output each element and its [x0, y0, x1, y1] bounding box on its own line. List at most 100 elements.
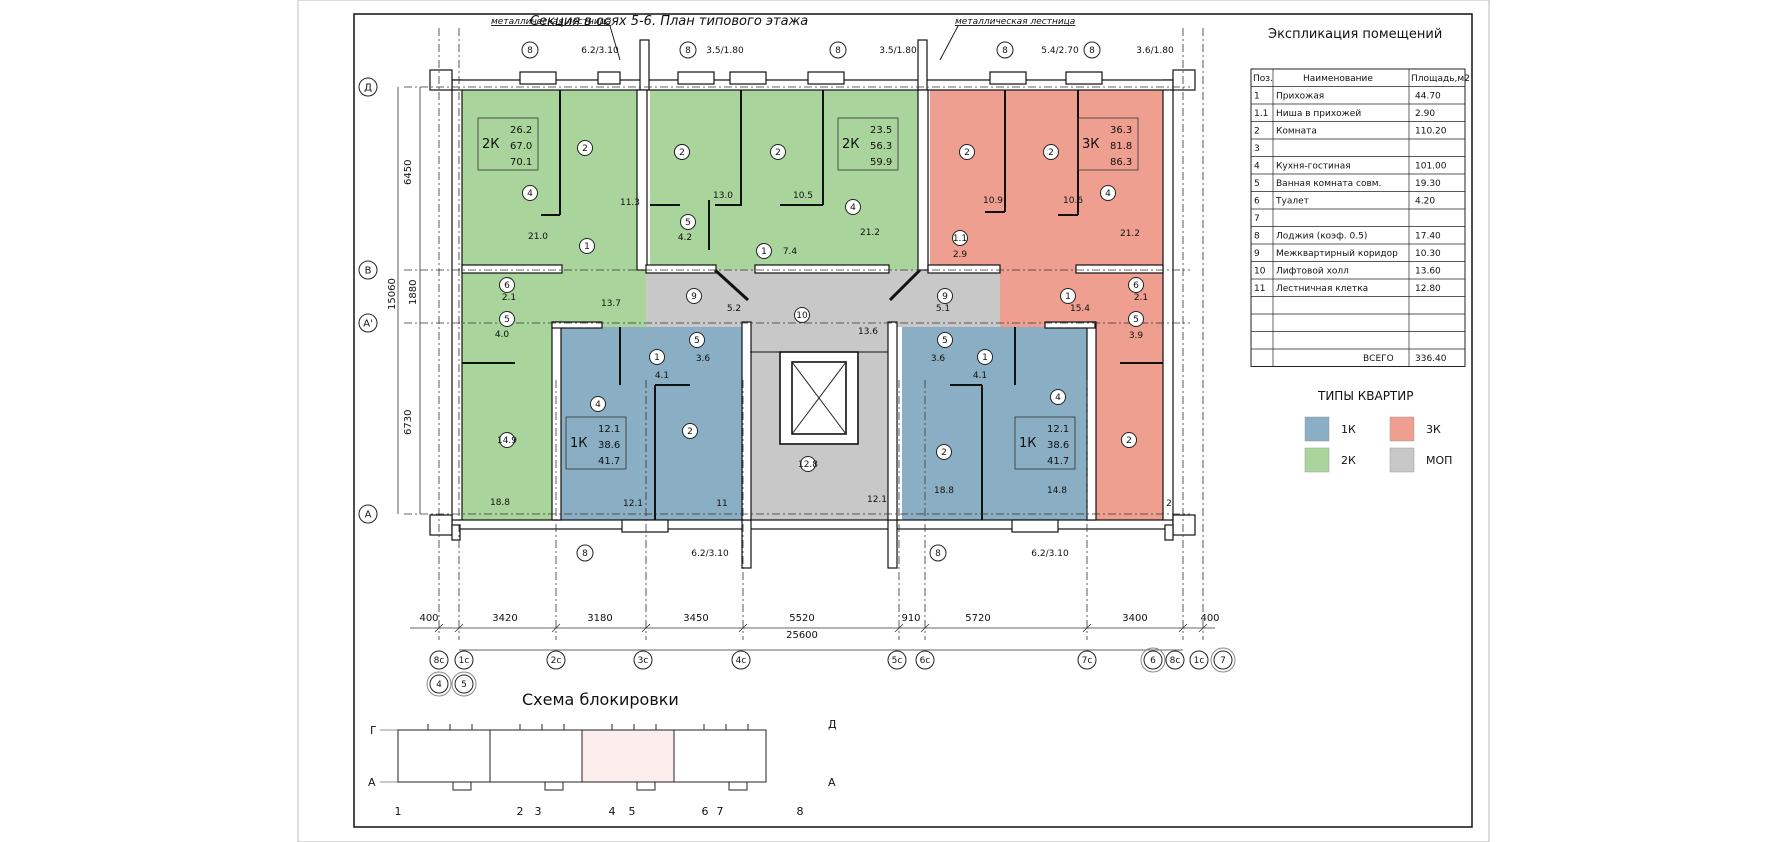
explication-cell: Ниша в прихожей: [1276, 109, 1361, 119]
explication-cell: Лоджия (коэф. 0.5): [1276, 232, 1367, 242]
room-area: 13.0: [713, 191, 733, 201]
room-area: 5.2: [727, 304, 741, 314]
legend-swatch: [1304, 447, 1330, 473]
top-loggia-number-circle: [1083, 41, 1101, 59]
room-area: 2: [1166, 499, 1172, 509]
scheme-left-top: Г: [370, 724, 377, 737]
room-number-circle: [800, 456, 816, 472]
top-loggia-number: 8: [1089, 46, 1095, 56]
explication-cell: Лестничная клетка: [1276, 284, 1368, 294]
legend-title: ТИПЫ КВАРТИР: [1317, 389, 1413, 403]
scheme-section: [581, 729, 675, 783]
scheme-left-bottom: А: [368, 776, 376, 789]
bottom-dimension: 3180: [587, 613, 612, 624]
top-loggia-number: 8: [1002, 46, 1008, 56]
room-area: 2.9: [953, 250, 968, 260]
room-number-circle: [1060, 288, 1076, 304]
room-area: 12.1: [867, 495, 887, 505]
apartment-type: 2К: [482, 137, 500, 152]
column-axis-marker: 1с: [459, 656, 470, 666]
bottom-dimension: 400: [419, 613, 438, 624]
dim-total: 25600: [786, 630, 818, 641]
room-area: 2.1: [1134, 293, 1148, 303]
room-area: 7.4: [783, 247, 798, 257]
apartment-area-full: 59.9: [870, 157, 892, 168]
room-area: 14.8: [1047, 486, 1067, 496]
explication-cell: 6: [1254, 197, 1260, 207]
explication-cell: Межквартирный коридор: [1276, 249, 1398, 259]
column-axis-marker-circle: [429, 650, 449, 670]
room-number-circle: [936, 444, 952, 460]
top-loggia-number: 8: [527, 46, 533, 56]
room-number-circle: [686, 288, 702, 304]
explication-header: Поз.: [1253, 74, 1273, 84]
apartment-type: 3К: [1082, 137, 1100, 152]
explication-cell: 12.80: [1415, 284, 1441, 294]
top-loggia-number-circle: [521, 41, 539, 59]
explication-cell: 4: [1254, 162, 1260, 172]
column-axis-marker: 7с: [1082, 656, 1093, 666]
room-number: 9: [942, 292, 948, 302]
apartment-info-box: [1077, 117, 1139, 171]
drawing-frame: [353, 13, 1473, 828]
room-number-circle: [499, 311, 515, 327]
room-number-circle: [577, 140, 593, 156]
room-area: 3.9: [1129, 331, 1144, 341]
apartment-info: 2К26.267.070.12К23.556.359.93К36.381.886…: [477, 117, 1139, 470]
column-axis-marker: 8с: [434, 656, 445, 666]
explication-cell: 110.20: [1415, 127, 1447, 137]
apartment-area-living: 12.1: [598, 424, 620, 435]
room-number-circle: [499, 277, 515, 293]
column-axis-marker-circle: [546, 650, 566, 670]
column-axis-marker: 3с: [638, 656, 649, 666]
room-area: 10.5: [793, 191, 813, 201]
column-axis-sub-marker: 5: [461, 680, 467, 690]
room-number: 12.8: [798, 460, 818, 470]
room-area: 11.3: [620, 198, 640, 208]
column-axis-marker-circle: [1213, 650, 1233, 670]
row-axis-marker-circle: [358, 313, 378, 333]
room-number: 1: [982, 353, 988, 363]
grid-axes: [404, 28, 1204, 640]
room-number: 4: [527, 189, 533, 199]
scheme-axis: 8: [797, 805, 804, 818]
top-loggia-area: 6.2/3.10: [581, 46, 619, 56]
explication-cell: Прихожая: [1276, 92, 1324, 102]
explication-cell: 44.70: [1415, 92, 1441, 102]
room-area: 13.7: [601, 299, 621, 309]
scheme-section: [673, 729, 767, 783]
room-number: 1: [654, 353, 660, 363]
explication-cell: 17.40: [1415, 232, 1441, 242]
column-axis-marker: 6: [1150, 656, 1156, 666]
room-area: 4.1: [973, 371, 987, 381]
explication-cell: 2: [1254, 127, 1260, 137]
explication-total-label: ВСЕГО: [1363, 354, 1394, 364]
room-number-circle: [845, 199, 861, 215]
apt-2k-mid-fill: [650, 90, 918, 270]
room-number-circle: [1128, 311, 1144, 327]
room-number: 4: [595, 400, 601, 410]
scheme-section: [489, 729, 583, 783]
explication-cell: 4.20: [1415, 197, 1435, 207]
row-axis-marker-circle: [358, 77, 378, 97]
room-number: 2: [775, 148, 781, 158]
room-area: 15.4: [1070, 304, 1090, 314]
room-number: 5: [942, 336, 948, 346]
top-loggia-area: 5.4/2.70: [1041, 46, 1079, 56]
room-number-circle: [682, 423, 698, 439]
column-axis-sub-marker-circle: [454, 674, 474, 694]
bottom-loggia-number-circle: [929, 544, 947, 562]
room-area: 12.1: [623, 499, 643, 509]
explication-cell: Ванная комната совм.: [1276, 179, 1381, 189]
column-axis-marker-circle: [915, 650, 935, 670]
room-area: 18.8: [934, 486, 954, 496]
apartment-type: 1К: [570, 436, 588, 451]
bottom-dimension: 5720: [965, 613, 990, 624]
bottom-dimension: 3400: [1122, 613, 1147, 624]
room-number-circle: [959, 144, 975, 160]
apartment-area-total: 38.6: [598, 440, 620, 451]
room-area: 10.6: [1063, 196, 1083, 206]
explication-cell: Туалет: [1275, 197, 1309, 207]
